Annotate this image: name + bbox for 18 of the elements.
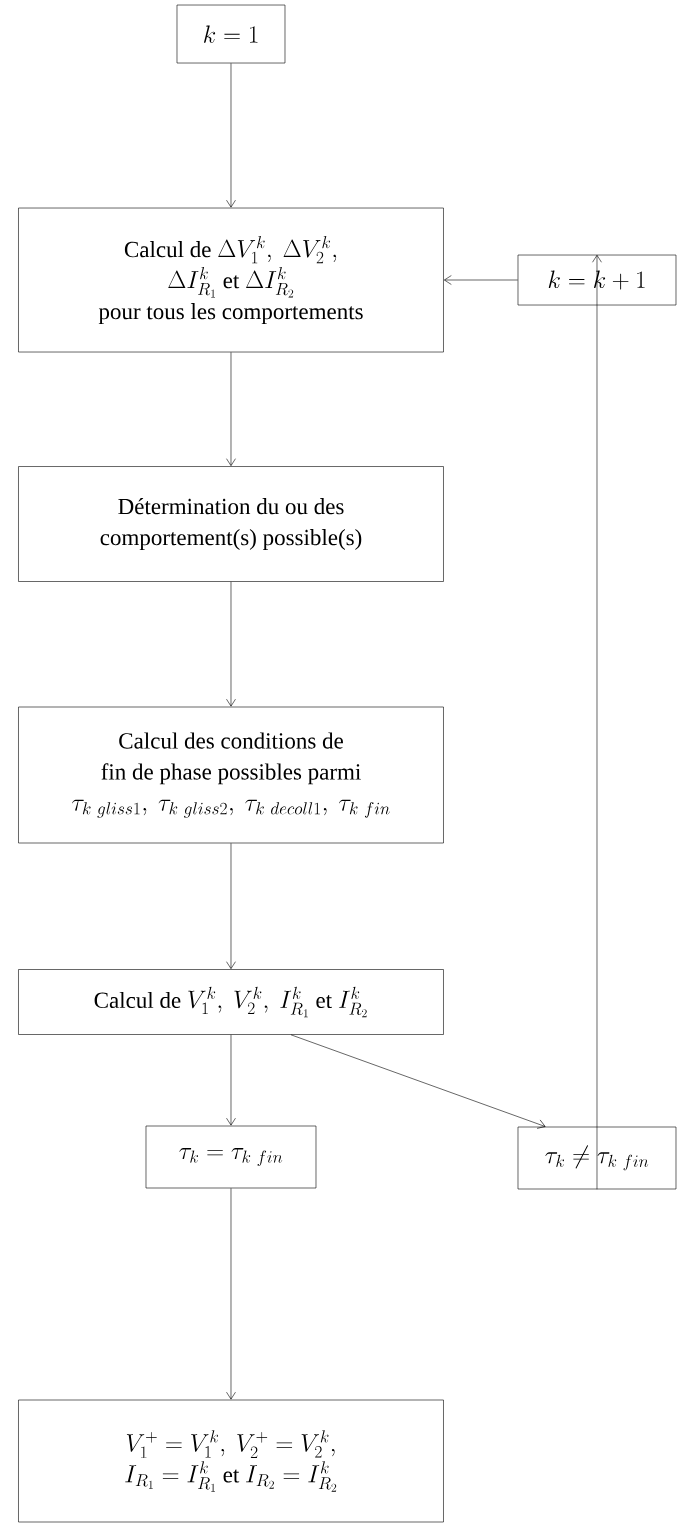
process-box: $V_1^+ = V_1^k,\ V_2^+ = V_2^k,$ $I_{R_1} = I_{R_1}^k\text{ et }I_{R_2} = I_{R_2}^k$ (18, 1399, 444, 1523)
process-box: Détermination du ou des comportement(s) possible(s) (18, 466, 444, 582)
process-box: $k = 1$ (176, 4, 286, 64)
process-box: Calcul des conditions de fin de phase possibles parmi $\tau_{k\ gliss1},\ \tau_{k\ gliss2},\ \tau_{k\ decoll1},\ \tau_{k\ fin}$ (18, 706, 444, 844)
arrow (592, 254, 602, 1190)
arrow (444, 275, 518, 285)
process-box: $\tau_k \neq \tau_{k\ fin}$ (517, 1126, 677, 1190)
process-box: $\tau_k = \tau_{k\ fin}$ (145, 1125, 317, 1189)
arrow (226, 1034, 236, 1126)
process-box: $\text{Calcul de }\Delta V_1^k,\ \Delta V_2^k,$ $\Delta I_{R_1}^k\text{ et }\Delta I_{R_2}^k$ pour tous les comportements (18, 207, 444, 353)
process-box: $\text{Calcul de }V_1^k,\ V_2^k,\ I_{R_1}^k\text{ et }I_{R_2}^k$ (18, 969, 444, 1035)
process-box: $k = k + 1$ (517, 254, 677, 306)
arrow (226, 1188, 236, 1400)
arrow (226, 843, 236, 969)
arrow (226, 63, 236, 208)
arrow (226, 581, 236, 707)
arrow (226, 352, 236, 466)
arrow (290, 1034, 546, 1129)
